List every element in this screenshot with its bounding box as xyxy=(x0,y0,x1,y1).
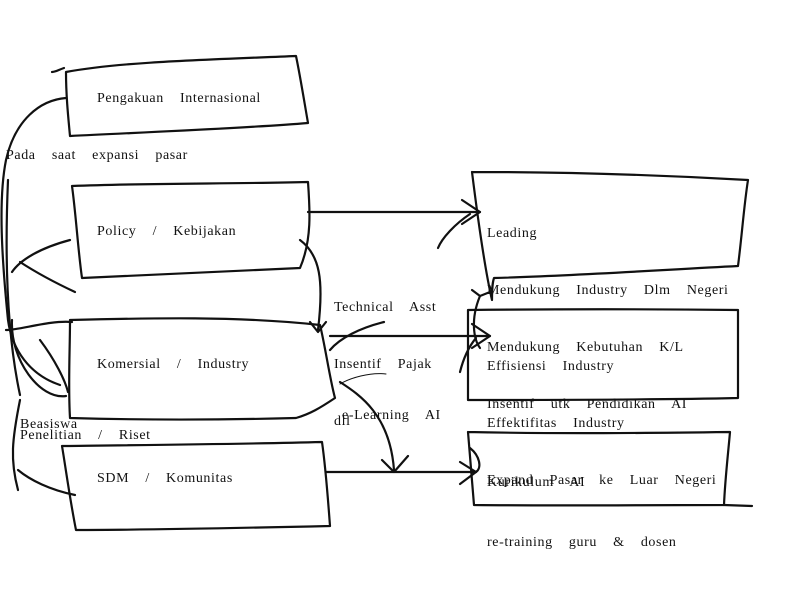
leading-line-3: Mendukung Kebutuhan K/L xyxy=(487,340,684,355)
kurikulum-text: Kurikulum AI re-training guru & dosen xyxy=(487,433,677,573)
box-sdm-komunitas xyxy=(60,440,332,532)
efisiensi-text: Effisiensi Industry Effektifitas Industr… xyxy=(487,319,716,509)
kurikulum-line-1: Kurikulum AI xyxy=(487,475,586,490)
leading-line-4: Insentif utk Pendidikan AI xyxy=(487,397,688,412)
box-leading xyxy=(470,170,750,302)
annotation-pada-saat-expansi: Pada saat expansi pasar xyxy=(6,148,188,163)
annotation-beasiswa: Beasiswa xyxy=(20,417,78,432)
efisiensi-line-2: Effektifitas Industry xyxy=(487,416,625,431)
box-kurikulum xyxy=(466,430,754,508)
leading-line-2: Mendukung Industry Dlm Negeri xyxy=(487,283,729,298)
label-pengakuan-internasional: Pengakuan Internasional xyxy=(97,91,261,106)
annotation-technical-asst: Technical Asst Insentif Pajak dll xyxy=(334,260,436,450)
leading-line-1: Leading xyxy=(487,226,538,241)
box-pengakuan-internasional xyxy=(64,54,310,138)
technical-line-3: dll xyxy=(334,414,351,429)
label-policy-kebijakan: Policy / Kebijakan xyxy=(97,224,237,239)
efisiensi-line-1: Effisiensi Industry xyxy=(487,359,615,374)
efisiensi-line-3: Expand Pasar ke Luar Negeri xyxy=(487,473,717,488)
annotation-penelitian-riset: Penelitian / Riset xyxy=(20,428,151,443)
label-komersial-industry: Komersial / Industry xyxy=(97,357,250,372)
technical-line-2: Insentif Pajak xyxy=(334,357,432,372)
kurikulum-line-2: re-training guru & dosen xyxy=(487,535,677,550)
annotation-elearning-ai: e-Learning AI xyxy=(342,408,441,423)
leading-text: Leading Mendukung Industry Dlm Negeri Me… xyxy=(487,186,729,433)
technical-line-1: Technical Asst xyxy=(334,300,437,315)
label-sdm-komunitas: SDM / Komunitas xyxy=(97,471,233,486)
connector-lines xyxy=(0,66,492,497)
box-efisiensi xyxy=(466,308,740,402)
elearning-swirl xyxy=(339,373,387,385)
box-policy-kebijakan xyxy=(70,180,311,280)
box-komersial-industry xyxy=(68,317,337,421)
